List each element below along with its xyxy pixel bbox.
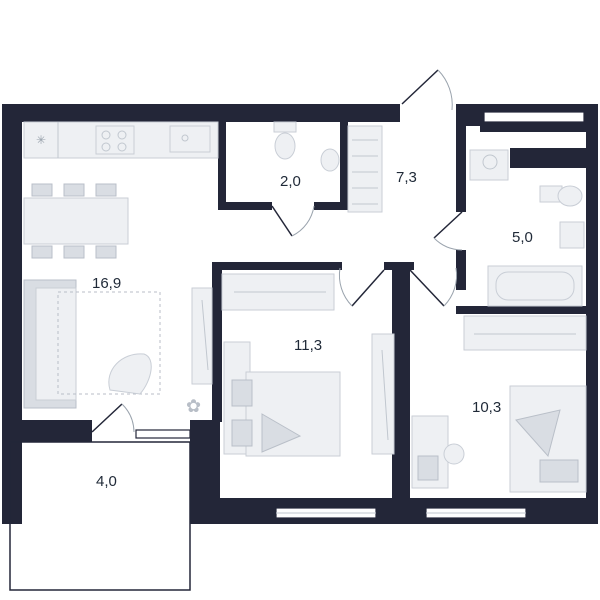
balcony-outline <box>9 441 191 591</box>
wall-balcony-left <box>2 420 92 442</box>
wall-bedroom-divider <box>392 270 410 524</box>
wall-balcony-right <box>190 420 220 524</box>
pillow-icon <box>231 379 253 407</box>
kitchen: ✳ <box>23 121 219 159</box>
toilet-tank <box>273 121 297 133</box>
wall-wc-left <box>218 120 226 210</box>
windows <box>135 111 585 519</box>
entrance-door <box>401 69 439 105</box>
wall-bath-left-low <box>456 250 466 290</box>
wall-bath-left <box>456 120 466 212</box>
chair-icon <box>31 245 53 259</box>
wardrobe-bed2 <box>463 315 587 351</box>
living-furniture: ✿ <box>23 279 213 416</box>
bedroom-1-door <box>351 269 385 307</box>
dining-table <box>23 197 129 245</box>
washbasin-icon <box>320 148 340 172</box>
wall-bed1-top <box>212 262 342 270</box>
wall-bath-top <box>510 148 598 168</box>
wall-top-left <box>2 104 400 122</box>
pillow-icon <box>231 419 253 447</box>
blanket-fold <box>515 409 561 458</box>
wall-divider-cap <box>384 262 414 270</box>
area-bathroom: 5,0 <box>512 229 533 246</box>
wall-top-right-step <box>480 126 598 132</box>
bed-icon <box>245 371 341 457</box>
stove-icon <box>95 125 135 155</box>
wardrobe-hall <box>347 125 383 213</box>
hall-wardrobe <box>347 125 383 213</box>
chair-icon <box>95 183 117 197</box>
wall-wc-bottom-right <box>314 202 348 210</box>
plant-icon: ✿ <box>186 396 201 416</box>
pillow-icon <box>539 459 579 483</box>
sofa-seat <box>35 287 77 401</box>
laptop-icon <box>417 455 439 481</box>
area-hall: 7,3 <box>396 169 417 186</box>
toilet-icon <box>274 132 296 160</box>
wc-door <box>271 205 293 237</box>
chair-icon <box>443 443 465 465</box>
wall-wc-right <box>340 120 348 210</box>
chair-icon <box>63 245 85 259</box>
washing-machine-icon <box>469 149 509 181</box>
wall-bath-bottom <box>456 306 598 314</box>
window-top-right <box>483 111 585 123</box>
room-labels: 16,9 2,0 7,3 5,0 11,3 10,3 4,0 <box>92 169 533 490</box>
bathtub-inner <box>495 271 575 301</box>
balcony <box>9 441 191 591</box>
wall-bed1-left <box>212 262 222 422</box>
dining-set <box>23 183 129 259</box>
wall-left <box>2 104 22 524</box>
balcony-door <box>91 403 123 433</box>
bedroom-2-door <box>409 269 445 307</box>
washbasin-icon <box>559 221 585 249</box>
fridge-icon: ✳ <box>36 133 46 147</box>
bathroom-door <box>433 211 463 239</box>
walls <box>2 104 598 524</box>
bedroom-2-furniture <box>411 315 587 493</box>
doors <box>91 69 463 433</box>
blanket-fold <box>261 413 302 453</box>
bathroom-fixtures <box>469 149 585 307</box>
armchair-icon <box>108 353 152 395</box>
area-balcony: 4,0 <box>96 473 117 490</box>
chair-icon <box>63 183 85 197</box>
area-wc: 2,0 <box>280 173 301 190</box>
window-living <box>135 429 191 439</box>
chair-icon <box>31 183 53 197</box>
area-bedroom-2: 10,3 <box>472 399 501 416</box>
toilet-icon <box>557 185 583 207</box>
sink-icon <box>169 125 211 153</box>
area-living-kitchen: 16,9 <box>92 275 121 292</box>
wall-wc-bottom-left <box>218 202 272 210</box>
rug <box>57 291 161 395</box>
bedroom-1-furniture <box>221 273 395 457</box>
wc-fixtures <box>273 121 340 172</box>
desk-shelf <box>371 333 395 455</box>
chair-icon <box>95 245 117 259</box>
area-bedroom-1: 11,3 <box>294 337 322 354</box>
